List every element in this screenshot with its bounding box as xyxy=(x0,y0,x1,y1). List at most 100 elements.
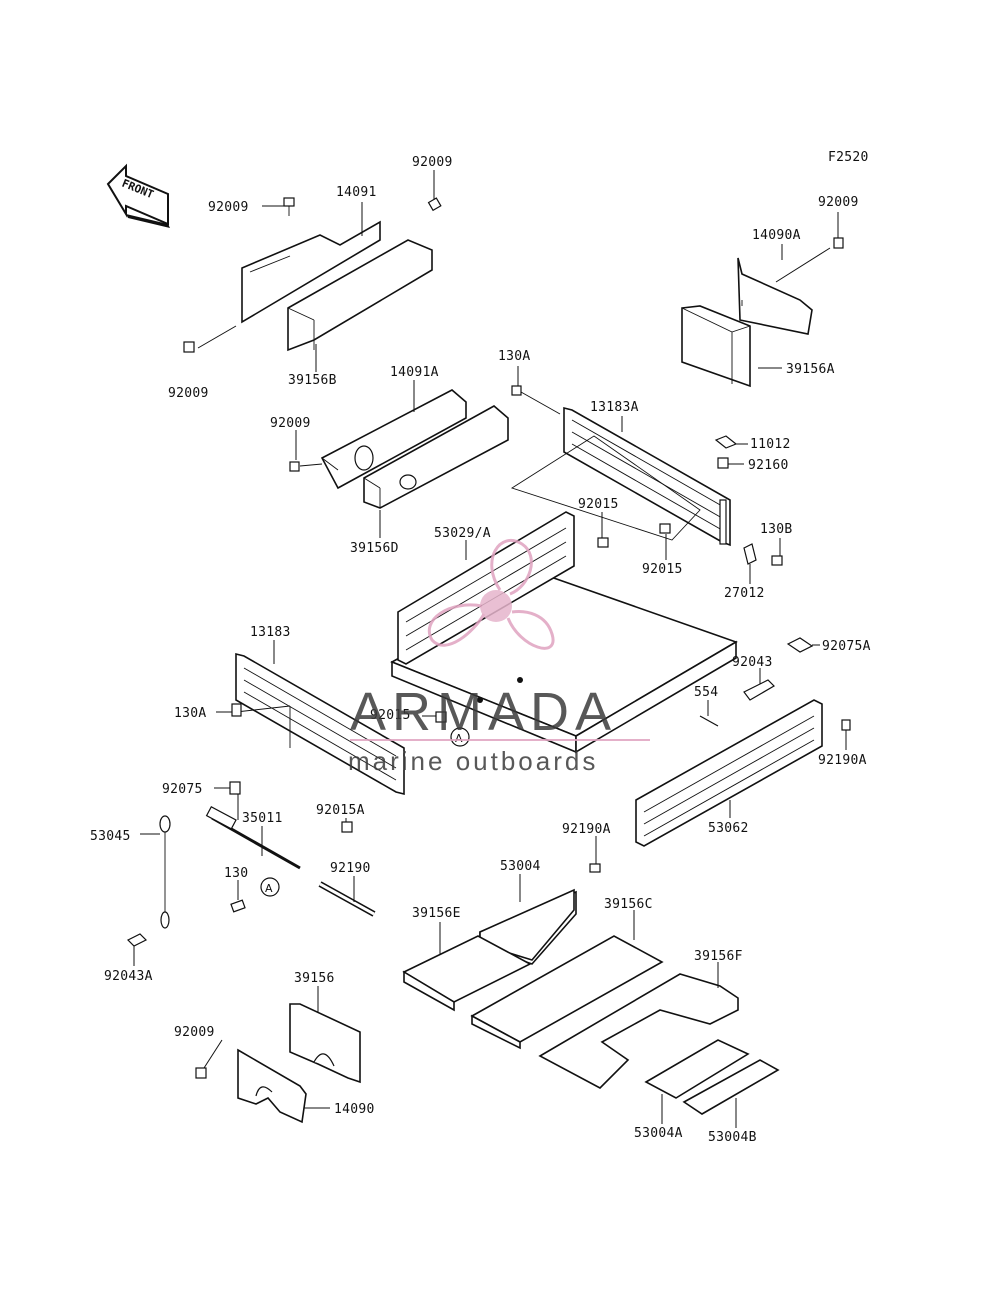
liner-sheet xyxy=(510,435,701,541)
bolt-130B xyxy=(771,555,783,566)
tailgate-53062 xyxy=(635,699,823,847)
nut-92160 xyxy=(717,457,729,469)
pad-53004A xyxy=(644,1039,750,1099)
reference-marker: A xyxy=(260,877,280,897)
label-130: 130 xyxy=(224,866,248,881)
pad-39156 xyxy=(289,1003,361,1084)
cable-53045 xyxy=(159,815,171,929)
bolt-130 xyxy=(230,899,246,913)
bolt-92009-low xyxy=(195,1067,207,1079)
pad-39156F xyxy=(538,973,739,1089)
pad-53004B xyxy=(682,1059,780,1115)
gate-13183 xyxy=(235,652,405,796)
label-13183A: 13183A xyxy=(590,400,639,415)
pad-39156E xyxy=(402,935,532,1012)
cap-92075 xyxy=(229,781,241,795)
label-53062: 53062 xyxy=(708,821,749,836)
gate-13183A xyxy=(563,406,731,547)
clip-92043A xyxy=(126,933,148,947)
figure-code: F2520 xyxy=(828,150,869,165)
svg-text:A: A xyxy=(265,882,273,895)
label-130A: 130A xyxy=(498,349,531,364)
label-39156: 39156 xyxy=(294,971,335,986)
label-92190A: 92190A xyxy=(562,822,611,837)
leader-lines xyxy=(133,170,847,1128)
nut-92015 xyxy=(597,537,609,548)
label-11012: 11012 xyxy=(750,437,791,452)
pin-92190A-right xyxy=(841,719,851,731)
label-92009: 92009 xyxy=(270,416,311,431)
label-130B: 130B xyxy=(760,522,793,537)
bolt-icon xyxy=(289,461,300,472)
pin-92043 xyxy=(743,679,775,701)
side-cover-14091 xyxy=(241,220,381,324)
label-92015: 92015 xyxy=(578,497,619,512)
label-39156D: 39156D xyxy=(350,541,399,556)
label-39156F: 39156F xyxy=(694,949,743,964)
label-92009: 92009 xyxy=(208,200,249,215)
label-39156C: 39156C xyxy=(604,897,653,912)
label-92015A: 92015A xyxy=(316,803,365,818)
label-14091A: 14091A xyxy=(390,365,439,380)
label-39156E: 39156E xyxy=(412,906,461,921)
label-92009: 92009 xyxy=(412,155,453,170)
rod-35011 xyxy=(205,806,301,870)
label-14091: 14091 xyxy=(336,185,377,200)
propeller-logo-icon xyxy=(428,539,555,650)
nut-92015-low xyxy=(435,711,447,723)
bracket-27012 xyxy=(743,543,757,565)
svg-text:A: A xyxy=(455,732,463,745)
bracket-14091A xyxy=(320,389,467,490)
watermark-tagline: marine outboards xyxy=(348,746,598,776)
label-92015: 92015 xyxy=(642,562,683,577)
pad-39156D xyxy=(363,405,509,509)
label-92015: 92015 xyxy=(370,708,411,723)
label-92075A: 92075A xyxy=(822,639,871,654)
nut-92015 xyxy=(659,523,671,534)
label-92009: 92009 xyxy=(818,195,859,210)
label-13183: 13183 xyxy=(250,625,291,640)
label-92043: 92043 xyxy=(732,655,773,670)
pad-39156C xyxy=(470,935,664,1050)
label-130A: 130A xyxy=(174,706,207,721)
label-92043A: 92043A xyxy=(104,969,153,984)
label-53004B: 53004B xyxy=(708,1130,757,1145)
rod-92190 xyxy=(318,881,376,917)
label-53004A: 53004A xyxy=(634,1126,683,1141)
clip-11012 xyxy=(714,435,738,449)
label-27012: 27012 xyxy=(724,586,765,601)
cap-92075A xyxy=(786,637,814,653)
label-92160: 92160 xyxy=(748,458,789,473)
part-labels: 92009 14091 92009 92009 39156B 92009 140… xyxy=(90,155,871,1145)
label-39156A: 39156A xyxy=(786,362,835,377)
label-14090A: 14090A xyxy=(752,228,801,243)
label-14090: 14090 xyxy=(334,1102,375,1117)
label-53029A: 53029/A xyxy=(434,526,491,541)
bolt-icon xyxy=(183,341,195,353)
label-92009: 92009 xyxy=(174,1025,215,1040)
nut-92015A xyxy=(341,821,353,833)
bolt-130A-left xyxy=(231,703,242,717)
cargo-deck-53029A xyxy=(390,511,738,754)
label-92075: 92075 xyxy=(162,782,203,797)
label-39156B: 39156B xyxy=(288,373,337,388)
side-cover-14090A xyxy=(737,257,813,335)
bolt-130A xyxy=(511,385,561,415)
reference-marker: A xyxy=(450,727,470,747)
watermark: ARMADA marine outboards xyxy=(348,539,650,776)
bolt-icon xyxy=(283,197,295,216)
label-92190A: 92190A xyxy=(818,753,867,768)
pad-39156A xyxy=(681,305,751,388)
pad-53004 xyxy=(479,888,577,965)
clip-554 xyxy=(699,715,719,727)
cover-14090 xyxy=(237,1048,307,1124)
front-arrow-icon: FRONT xyxy=(106,163,170,228)
label-53004: 53004 xyxy=(500,859,541,874)
watermark-brand: ARMADA xyxy=(350,682,617,742)
label-92190: 92190 xyxy=(330,861,371,876)
bolt-icon xyxy=(427,197,442,212)
label-92009: 92009 xyxy=(168,386,209,401)
pin-92190A-low xyxy=(589,863,601,873)
label-35011: 35011 xyxy=(242,811,283,826)
